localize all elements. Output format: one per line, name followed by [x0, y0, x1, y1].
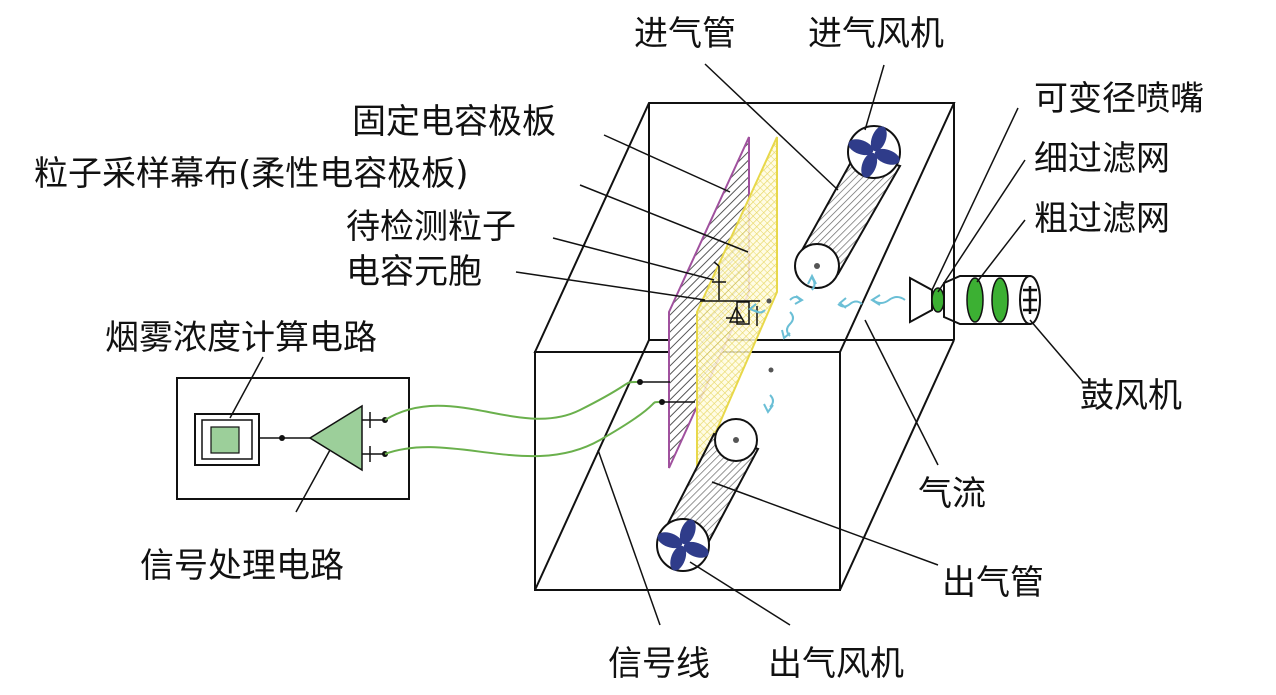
blower	[943, 275, 1041, 325]
label-outlet-fan: 出气风机	[768, 644, 904, 684]
label-inlet-fan: 进气风机	[808, 14, 944, 54]
label-particle: 待检测粒子	[346, 207, 516, 247]
signal-wires	[384, 380, 663, 458]
wire-connectors	[637, 379, 695, 405]
capacitor-cell-glyph	[700, 261, 774, 373]
label-signal-circuit: 信号处理电路	[140, 546, 344, 586]
label-fixed-plate: 固定电容极板	[352, 102, 556, 142]
label-outlet-pipe: 出气管	[942, 563, 1044, 603]
label-smoke-circuit: 烟雾浓度计算电路	[105, 318, 377, 358]
label-airflow: 气流	[918, 474, 986, 514]
label-blower: 鼓风机	[1080, 376, 1182, 416]
smoke-circuit-box	[176, 377, 410, 500]
signal-amplifier	[308, 404, 388, 472]
leader-lines	[229, 63, 1084, 626]
label-variable-nozzle: 可变径喷嘴	[1034, 79, 1204, 119]
label-inlet-pipe: 进气管	[634, 14, 736, 54]
label-sampling-screen: 粒子采样幕布(柔性电容极板)	[34, 154, 469, 194]
nozzle	[909, 276, 945, 324]
label-fine-filter: 细过滤网	[1034, 139, 1170, 179]
label-capacitor-cell: 电容元胞	[346, 252, 482, 292]
outlet-fan	[656, 518, 710, 572]
label-signal-line: 信号线	[608, 644, 710, 684]
airflow-arrows	[748, 273, 906, 414]
label-coarse-filter: 粗过滤网	[1034, 199, 1170, 239]
inlet-fan	[847, 125, 901, 179]
